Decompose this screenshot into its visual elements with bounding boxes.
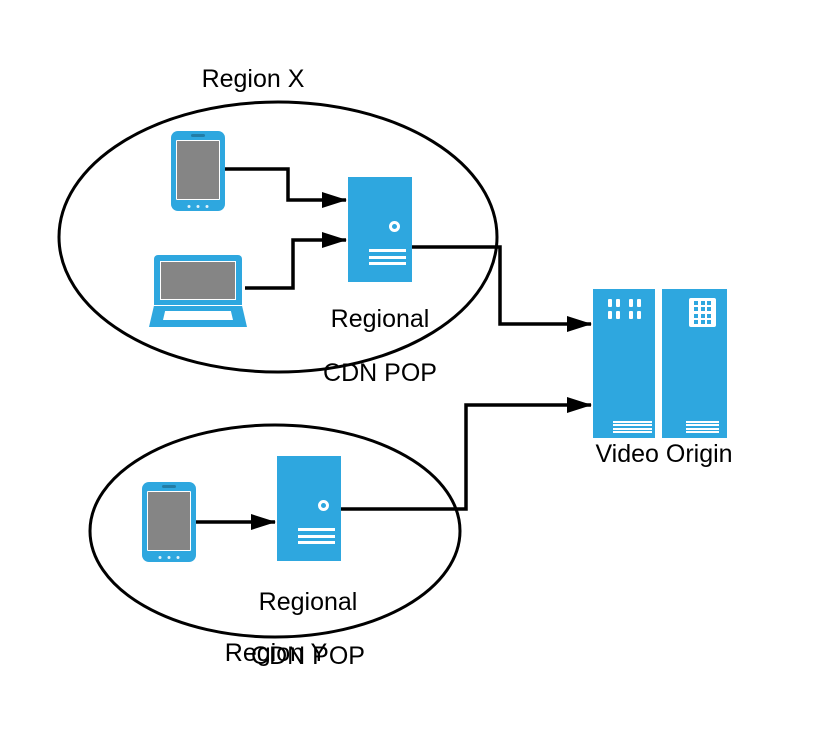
pop-label-line2: CDN POP [323,359,437,387]
arrow-tablet-x-to-pop-x [225,167,347,208]
pop-label-line2: CDN POP [251,642,365,670]
tablet-speaker [162,485,176,488]
laptop-icon [149,255,247,327]
rack-icon [662,289,727,438]
tablet-home-dots [158,555,180,559]
laptop-base [149,306,247,327]
laptop-screen [160,261,236,300]
tablet-icon [142,482,196,562]
arrow-pop-x-to-video-origin [412,245,592,332]
tablet-home-dots [187,204,209,208]
region-x-label: Region X [201,65,305,93]
arrow-pop-y-to-video-origin [339,397,592,511]
rack-bottom-vents [613,420,652,433]
video-origin-label: Video Origin [595,440,733,468]
region-y-boundary-ellipse [88,423,462,639]
server-power-led [318,500,329,511]
laptop-keyboard-deck [163,311,233,320]
rack-vent-dashes [608,299,620,319]
server-vents [298,528,335,544]
pop-label-line1: Regional [330,305,430,333]
arrow-laptop-x-to-pop-x [245,232,347,290]
tablet-screen [147,491,191,551]
pop-label-line1: Regional [258,588,358,616]
server-icon [348,177,412,282]
tablet-speaker [191,134,205,137]
tablet-icon [171,131,225,211]
rack-bottom-vents [686,420,719,433]
server-vents [369,249,406,265]
server-icon [277,456,341,561]
region-y-pop-label: Regional CDN POP [228,562,388,670]
region-x-boundary-ellipse [57,100,499,374]
region-x-pop-label: Regional CDN POP [300,279,460,387]
region-y-label: Region Y [224,639,328,667]
laptop-screen-frame [154,255,242,305]
rack-icon [593,289,655,438]
tablet-screen [176,140,220,200]
rack-io-grid [689,298,716,327]
server-power-led [389,221,400,232]
rack-vent-dashes [629,299,641,319]
